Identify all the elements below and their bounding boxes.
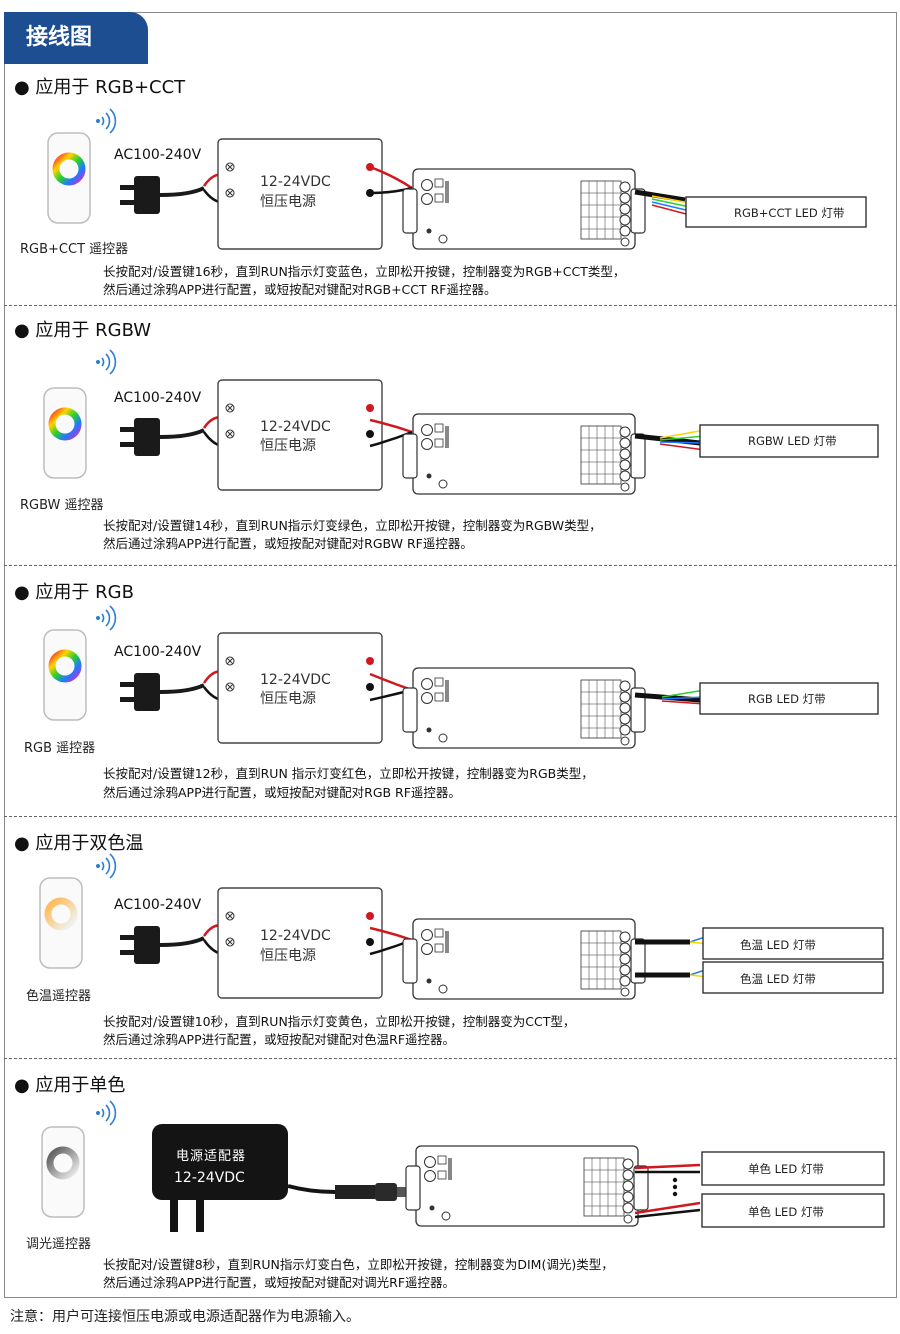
- psu-type-label: 恒压电源: [260, 948, 316, 964]
- ac-voltage-label: AC100-240V: [114, 897, 202, 913]
- remote-label: RGBW 遥控器: [20, 498, 104, 513]
- power-adapter-icon: [152, 1124, 288, 1200]
- led-strip-label: 色温 LED 灯带: [740, 972, 816, 986]
- instruction-line-1: 长按配对/设置键16秒，直到RUN指示灯变蓝色，立即松开按键，控制器变为RGB+…: [103, 264, 626, 279]
- header-tab: 接线图: [4, 12, 148, 64]
- remote-label: 调光遥控器: [26, 1237, 92, 1252]
- psu-type-label: 恒压电源: [260, 194, 316, 210]
- instruction-line-2: 然后通过涂鸦APP进行配置，或短按配对键配对RGB+CCT RF遥控器。: [103, 282, 497, 297]
- ac-voltage-label: AC100-240V: [114, 644, 202, 660]
- psu-voltage-label: 12-24VDC: [260, 672, 331, 688]
- psu-voltage-label: 12-24VDC: [260, 174, 331, 190]
- footer-note: 注意：用户可连接恒压电源或电源适配器作为电源输入。: [10, 1309, 360, 1325]
- wireless-signal-icon: [95, 108, 117, 134]
- ac-voltage-label: AC100-240V: [114, 390, 202, 406]
- power-plug-icon: [118, 924, 206, 966]
- instruction-line-1: 长按配对/设置键8秒，直到RUN指示灯变白色，立即松开按键，控制器变为DIM(调…: [103, 1257, 614, 1272]
- diagram-frame: [4, 12, 897, 1298]
- led-strip-cct-a: [702, 927, 884, 960]
- led-strip-label: RGB LED 灯带: [748, 692, 826, 706]
- psu-voltage-label: 12-24VDC: [260, 419, 331, 435]
- remote-control-icon: [42, 1127, 84, 1217]
- instruction-line-2: 然后通过涂鸦APP进行配置，或短按配对键配对色温RF遥控器。: [103, 1032, 456, 1047]
- power-plug-icon: [118, 671, 206, 713]
- led-strip-rgb: [699, 682, 879, 715]
- instruction-line-1: 长按配对/设置键14秒，直到RUN指示灯变绿色，立即松开按键，控制器变为RGBW…: [103, 518, 602, 533]
- adapter-voltage-label: 12-24VDC: [174, 1170, 245, 1186]
- led-strip-rgbcct: [685, 196, 867, 228]
- psu-voltage-label: 12-24VDC: [260, 928, 331, 944]
- remote-control-icon: [44, 388, 86, 478]
- header-title: 接线图: [26, 25, 93, 50]
- led-controller-box: [402, 413, 646, 495]
- led-strip-label: RGB+CCT LED 灯带: [734, 206, 845, 220]
- led-strip-label: RGBW LED 灯带: [748, 434, 837, 448]
- remote-control-icon: [48, 133, 90, 223]
- wireless-signal-icon: [95, 349, 117, 375]
- led-strip-rgbw: [699, 424, 879, 458]
- remote-label: 色温遥控器: [26, 989, 92, 1004]
- ac-voltage-label: AC100-240V: [114, 147, 202, 163]
- section-title-dim: ● 应用于单色: [14, 1075, 126, 1096]
- adapter-title-label: 电源适配器: [176, 1149, 247, 1164]
- power-plug-icon: [118, 174, 206, 216]
- instruction-line-2: 然后通过涂鸦APP进行配置，或短按配对键配对调光RF遥控器。: [103, 1275, 456, 1290]
- wireless-signal-icon: [95, 605, 117, 631]
- instruction-line-1: 长按配对/设置键12秒，直到RUN 指示灯变红色，立即松开按键，控制器变为RGB…: [103, 766, 594, 781]
- instruction-line-1: 长按配对/设置键10秒，直到RUN指示灯变黄色，立即松开按键，控制器变为CCT型…: [103, 1014, 576, 1029]
- led-strip-dim-a: [701, 1151, 885, 1186]
- instruction-line-2: 然后通过涂鸦APP进行配置，或短按配对键配对RGB RF遥控器。: [103, 785, 461, 800]
- led-controller-box: [402, 168, 646, 250]
- psu-type-label: 恒压电源: [260, 691, 316, 707]
- section-title-rgb: ● 应用于 RGB: [14, 582, 134, 603]
- psu-type-label: 恒压电源: [260, 438, 316, 454]
- section-title-rgbw: ● 应用于 RGBW: [14, 320, 152, 341]
- wireless-signal-icon: [95, 1100, 117, 1126]
- remote-label: RGB 遥控器: [24, 741, 96, 756]
- instruction-line-2: 然后通过涂鸦APP进行配置，或短按配对键配对RGBW RF遥控器。: [103, 536, 473, 551]
- section-divider: [4, 305, 897, 306]
- section-divider: [4, 565, 897, 566]
- led-controller-box: [405, 1145, 649, 1227]
- remote-control-icon: [40, 878, 82, 968]
- led-strip-label: 单色 LED 灯带: [748, 1205, 824, 1219]
- section-title-rgbcct: ● 应用于 RGB+CCT: [14, 77, 186, 98]
- section-title-cct: ● 应用于双色温: [14, 833, 144, 854]
- led-strip-label: 色温 LED 灯带: [740, 938, 816, 952]
- led-controller-box: [402, 918, 646, 1000]
- power-plug-icon: [118, 416, 206, 458]
- wireless-signal-icon: [95, 853, 117, 879]
- section-divider: [4, 1058, 897, 1059]
- led-strip-cct-b: [702, 961, 884, 994]
- led-strip-dim-b: [701, 1193, 885, 1228]
- led-controller-box: [402, 667, 646, 749]
- remote-label: RGB+CCT 遥控器: [20, 242, 129, 257]
- led-strip-label: 单色 LED 灯带: [748, 1162, 824, 1176]
- remote-control-icon: [44, 630, 86, 720]
- section-divider: [4, 816, 897, 817]
